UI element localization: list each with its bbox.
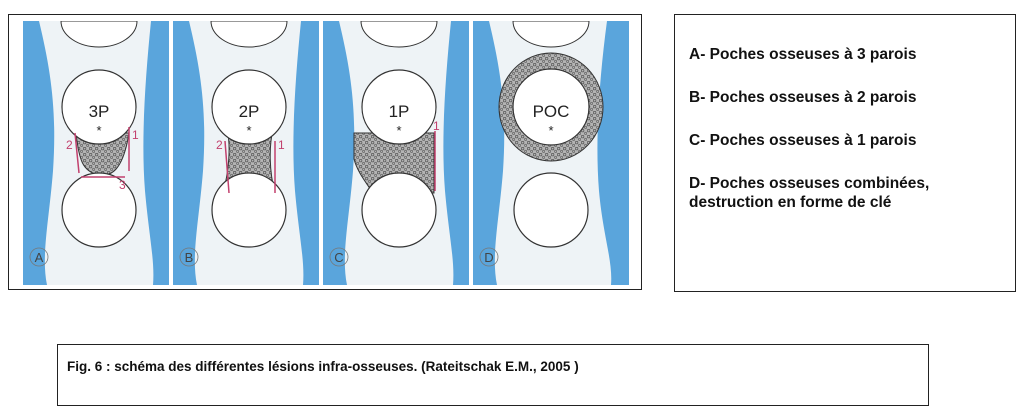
figure-frame: 3P * 2 1 3 A 2P * 2 1 B <box>8 14 642 290</box>
panel-d: POC * D <box>473 21 629 285</box>
panel-letter-circle <box>329 247 349 267</box>
panel-a: 3P * 2 1 3 A <box>23 21 169 285</box>
legend-item-a: A- Poches osseuses à 3 parois <box>689 46 917 63</box>
panel-letter: A <box>35 250 44 265</box>
wall-label: 1 <box>132 128 139 142</box>
marker-star: * <box>396 123 401 138</box>
tooth-circle <box>512 68 590 146</box>
marker-star: * <box>246 123 251 138</box>
tooth-label: 1P <box>389 102 410 121</box>
wall-label: 1 <box>433 119 440 133</box>
caption-box: Fig. 6 : schéma des différentes lésions … <box>57 344 929 406</box>
tooth-circle <box>61 69 137 145</box>
panel-letter-circle <box>29 247 49 267</box>
tooth-circle <box>211 69 287 145</box>
wall-label: 3 <box>119 178 126 192</box>
panel-letter: C <box>334 250 343 265</box>
wall-label: 1 <box>278 138 285 152</box>
legend-item-c: C- Poches osseuses à 1 parois <box>689 132 917 149</box>
tooth-label: 3P <box>89 102 110 121</box>
figure-caption: Fig. 6 : schéma des différentes lésions … <box>67 359 579 374</box>
wall-label: 2 <box>66 138 73 152</box>
wall-label: 2 <box>216 138 223 152</box>
tooth-label: 2P <box>239 102 260 121</box>
panel-letter: D <box>484 250 493 265</box>
diagram: 3P * 2 1 3 A 2P * 2 1 B <box>23 21 629 285</box>
marker-star: * <box>548 123 553 138</box>
tooth-label: POC <box>533 102 570 121</box>
panel-letter-circle <box>479 247 499 267</box>
legend-box: A- Poches osseuses à 3 parois B- Poches … <box>674 14 1016 292</box>
panel-letter-circle <box>179 247 199 267</box>
marker-star: * <box>96 123 101 138</box>
panel-b: 2P * 2 1 B <box>173 21 319 285</box>
panel-c: 1P * 1 C <box>323 21 469 285</box>
legend-item-d: D- Poches osseuses combinées, destructio… <box>689 175 930 211</box>
panel-letter: B <box>185 250 194 265</box>
tooth-circle <box>361 69 437 145</box>
legend-item-b: B- Poches osseuses à 2 parois <box>689 89 917 106</box>
